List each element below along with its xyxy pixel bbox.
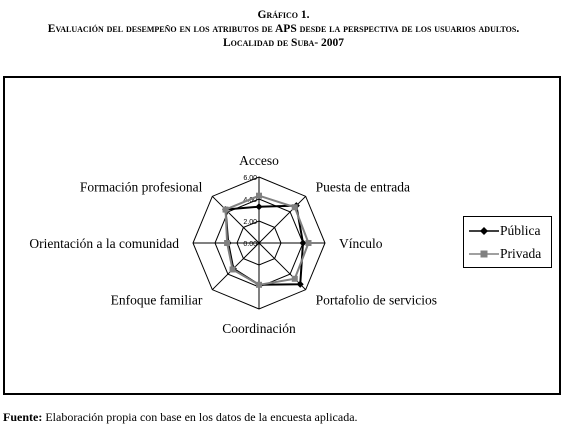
grid-spoke xyxy=(211,242,260,291)
chart-legend: Pública Privada xyxy=(463,216,552,268)
axis-label: Orientación a la comunidad xyxy=(29,236,179,251)
legend-item-privada: Privada xyxy=(464,244,553,264)
data-point-privada xyxy=(291,204,298,211)
source-note: Fuente: Elaboración propia con base en l… xyxy=(3,410,358,425)
legend-label-publica: Pública xyxy=(500,223,541,238)
figure-number: Gráfico 1. xyxy=(257,9,310,21)
chart-subtitle: Localidad de Suba- 2007 xyxy=(222,37,345,49)
axis-label: Formación profesional xyxy=(80,179,203,194)
data-point-privada xyxy=(291,275,298,282)
tick-label: 2.00 xyxy=(243,219,257,226)
grid-spoke xyxy=(258,242,307,291)
chart-title: Evaluación del desempeño en los atributo… xyxy=(47,23,520,35)
data-point-privada xyxy=(256,281,262,288)
tick-label: 6.00 xyxy=(243,175,257,182)
axis-label: Portafolio de servicios xyxy=(316,293,437,308)
axis-label: Enfoque familiar xyxy=(111,293,203,308)
data-point-privada xyxy=(305,240,312,246)
data-point-privada xyxy=(256,192,262,199)
axis-label: Coordinación xyxy=(222,321,296,336)
legend-label-privada: Privada xyxy=(500,246,542,261)
data-point-publica xyxy=(255,203,263,211)
data-point-privada xyxy=(222,206,229,213)
data-point-privada xyxy=(224,240,231,246)
tick-label: 4.00 xyxy=(243,197,257,204)
tick-label: 0.00 xyxy=(243,241,257,248)
grid-spoke xyxy=(211,195,260,244)
axis-label: Acceso xyxy=(239,153,279,168)
chart-heading: Gráfico 1. Evaluación del desempeño en l… xyxy=(0,8,567,50)
legend-swatch-publica xyxy=(469,227,499,235)
axis-label: Vínculo xyxy=(339,236,383,251)
source-label: Fuente: xyxy=(3,410,43,424)
legend-item-publica: Pública xyxy=(464,221,553,241)
axis-label: Puesta de entrada xyxy=(316,179,410,194)
data-point-privada xyxy=(229,266,236,273)
data-point-publica xyxy=(299,239,307,247)
legend-swatch-privada xyxy=(469,250,499,258)
data-point-publica xyxy=(296,280,304,288)
source-text: Elaboración propia con base en los datos… xyxy=(42,410,358,424)
